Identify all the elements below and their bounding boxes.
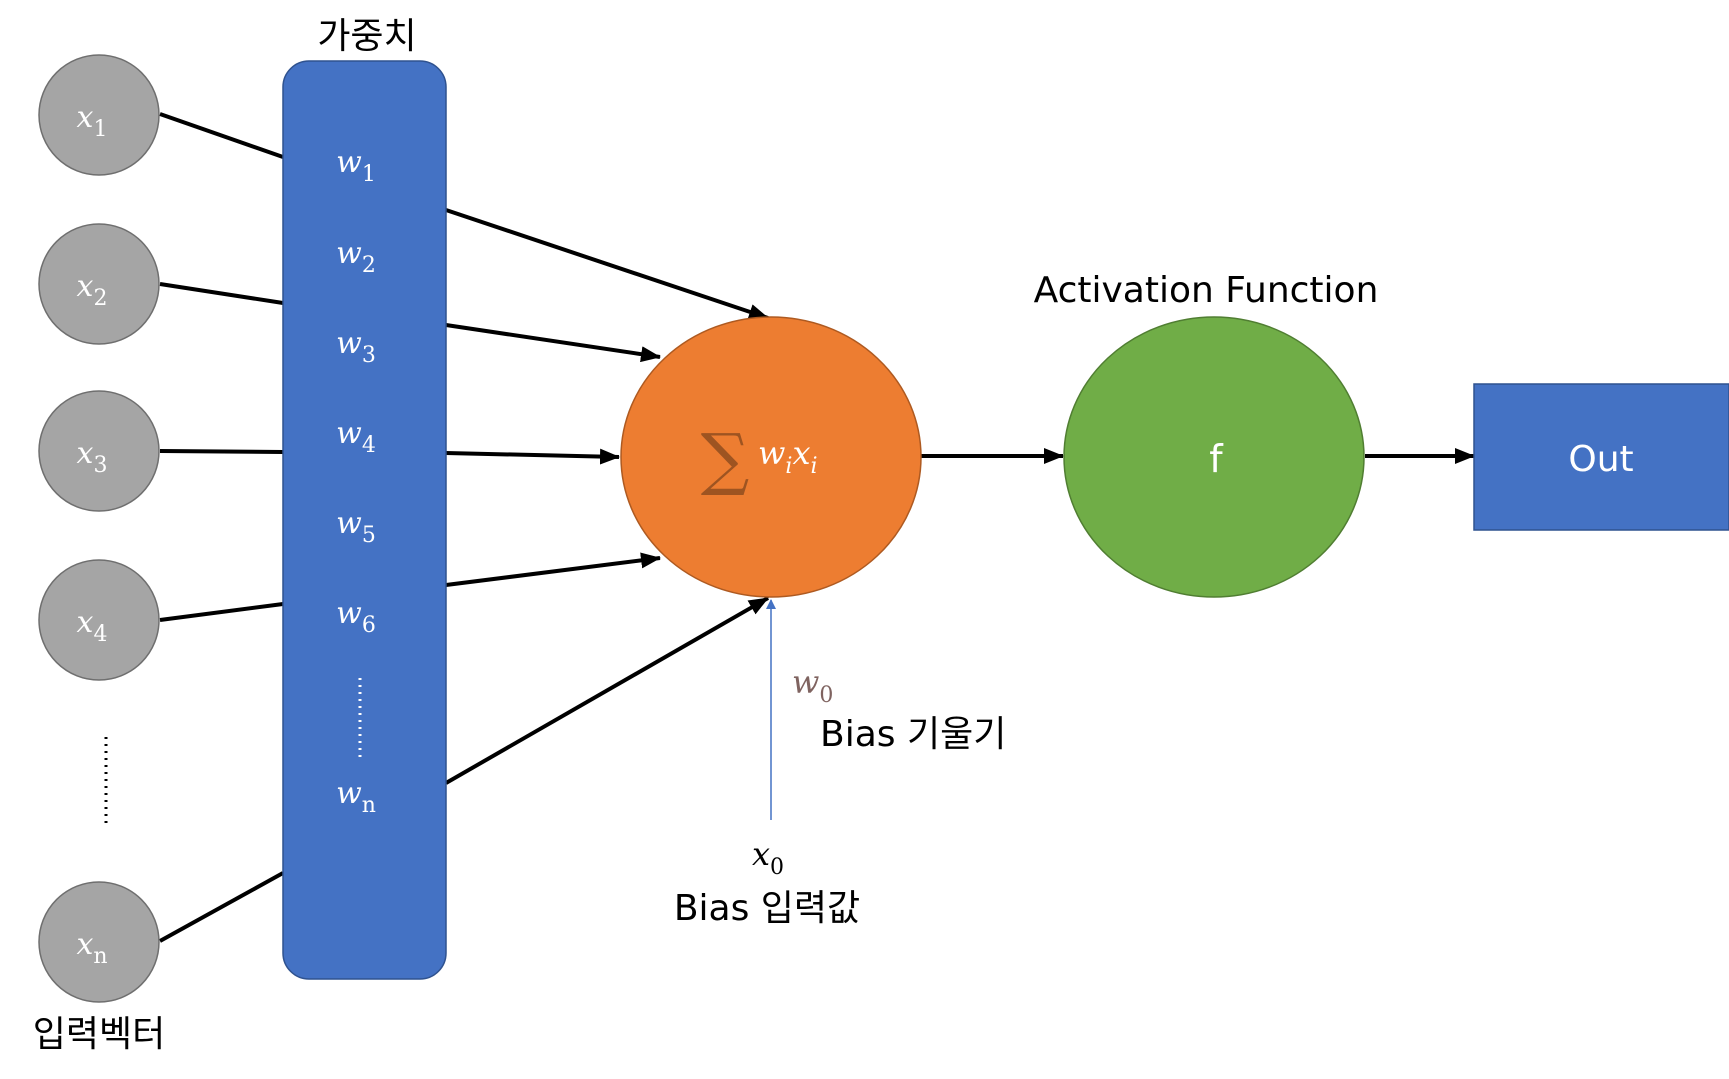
- input-line-n: [159, 871, 284, 943]
- sum-node: [620, 316, 922, 598]
- input-node-3: [38, 390, 160, 512]
- weight-arrow-2: [445, 323, 661, 363]
- weight-label-3: w3: [336, 326, 376, 368]
- sum-formula: wixi: [758, 434, 818, 479]
- sum-sigma: ∑: [701, 420, 750, 499]
- bias-input-label: Bias 입력값: [674, 888, 860, 929]
- weight-label-1: w1: [336, 145, 376, 187]
- weight-label-6: w6: [336, 596, 376, 638]
- input-node-1: [38, 54, 160, 176]
- activation-node: [1063, 316, 1365, 598]
- weights-title: 가중치: [317, 16, 416, 57]
- weight-arrow-n: [445, 596, 769, 785]
- input-line-2: [159, 282, 284, 305]
- input-label-2: x2: [77, 269, 108, 311]
- bias-weight-symbol: w0: [792, 663, 833, 708]
- input-node-2: [38, 223, 160, 345]
- input-vector-title: 입력벡터: [33, 1014, 165, 1055]
- activation-title: Activation Function: [1034, 270, 1379, 311]
- input-label-1: x1: [77, 100, 108, 142]
- weight-arrow-4: [445, 552, 661, 587]
- activation-label: f: [1209, 437, 1224, 481]
- input-line-3: [159, 449, 284, 454]
- weight-label-4: w4: [336, 416, 376, 458]
- weights-panel: [282, 60, 447, 980]
- input-node-4: [38, 559, 160, 681]
- weight-label-5: w5: [336, 506, 376, 548]
- input-label-3: x3: [77, 436, 108, 478]
- input-label-4: x4: [77, 605, 108, 647]
- input-line-4: [159, 602, 284, 622]
- weight-label-n: wn: [336, 776, 376, 818]
- output-box: [1473, 383, 1729, 531]
- weight-arrow-3: [445, 448, 620, 465]
- bias-input-symbol: x0: [752, 835, 784, 880]
- input-label-n: xn: [76, 927, 107, 969]
- bias-weight-label: Bias 기울기: [820, 714, 1006, 755]
- weight-arrow-1: [445, 208, 769, 320]
- weight-label-2: w2: [336, 236, 376, 278]
- input-line-1: [159, 112, 284, 159]
- output-label: Out: [1568, 439, 1633, 480]
- input-node-n: [38, 881, 160, 1003]
